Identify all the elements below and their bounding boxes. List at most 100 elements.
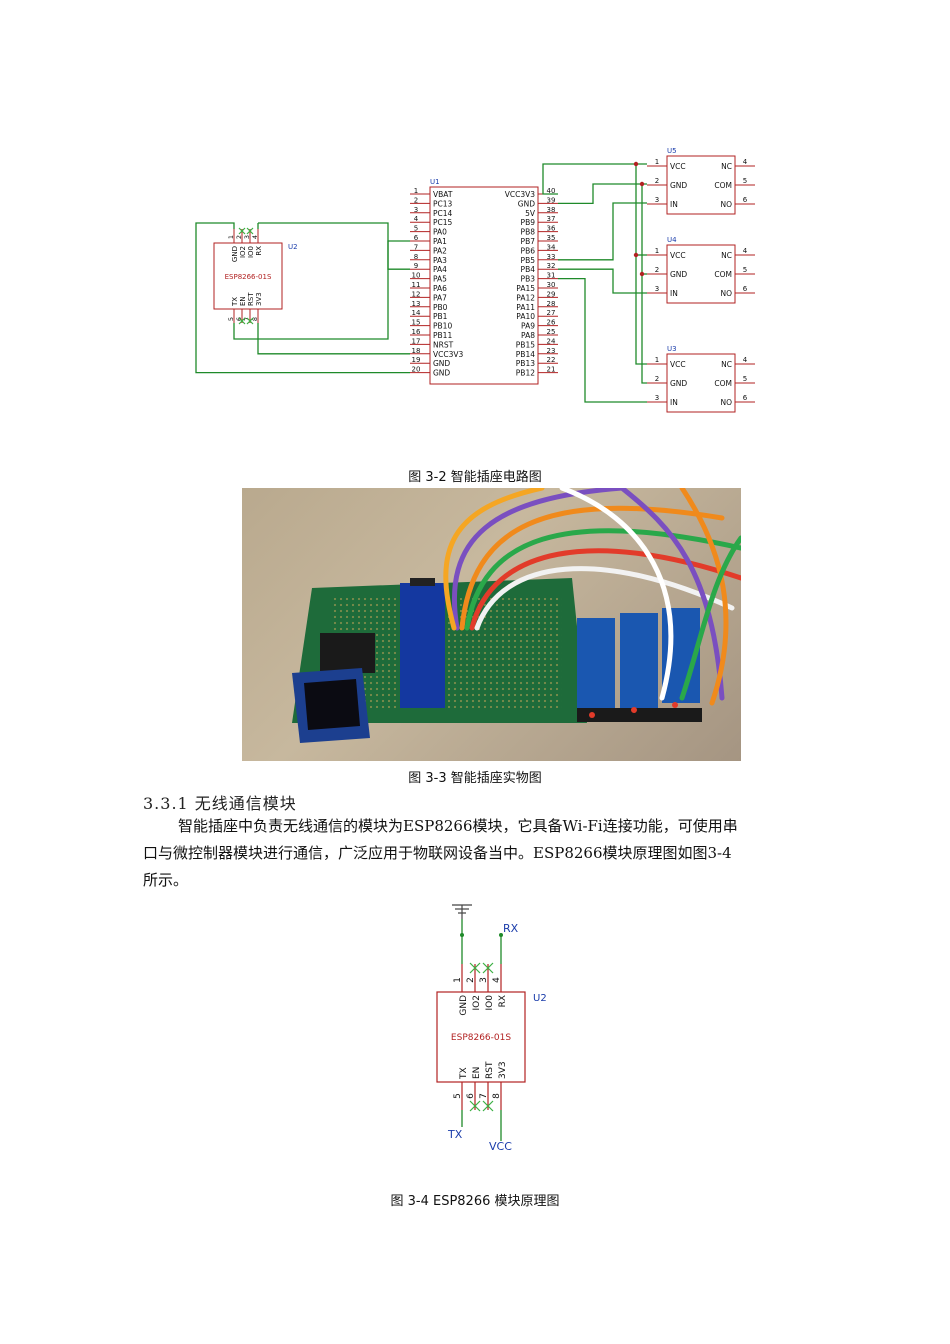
u1-right-pin-label: PB15 bbox=[516, 340, 535, 349]
u1-left-pin-label: VBAT bbox=[433, 190, 453, 199]
u1-right-pin-label: PA8 bbox=[521, 331, 535, 340]
wire bbox=[195, 222, 410, 374]
esp-bottom-pin-label: TX bbox=[231, 297, 239, 307]
no-connect-mark bbox=[238, 317, 246, 325]
no-connect-mark bbox=[246, 317, 254, 325]
relay-right-pin-label: NC bbox=[721, 360, 732, 369]
u1-left-pin-label: PA7 bbox=[433, 293, 447, 302]
esp8266-block: ESP8266-01SU2GND1IO22IO03RX4TX5EN6RST73V… bbox=[213, 227, 298, 325]
vcc-net-label: VCC bbox=[489, 1140, 512, 1153]
relay-right-pin-number: 5 bbox=[743, 177, 747, 185]
u1-left-pin-number: 1 bbox=[414, 187, 418, 195]
u1-right-pin-label: PA15 bbox=[516, 284, 535, 293]
esp-large-name: ESP8266-01S bbox=[451, 1033, 511, 1043]
u1-left-pin-number: 18 bbox=[412, 347, 421, 355]
u1-right-pin-number: 36 bbox=[547, 225, 556, 233]
esp-bottom-pin-number: 7 bbox=[243, 317, 251, 321]
stm32-chip: U1VBAT1PC132PC143PC154PA05PA16PA27PA38PA… bbox=[410, 178, 558, 385]
u1-right-pin-label: PB3 bbox=[521, 275, 536, 284]
relay-left-pin-label: IN bbox=[670, 200, 678, 209]
u1-left-pin-number: 14 bbox=[412, 309, 421, 317]
u1-right-pin-label: PB8 bbox=[521, 228, 536, 237]
u1-left-pin-number: 20 bbox=[412, 366, 421, 374]
relay-right-pin-number: 5 bbox=[743, 375, 747, 383]
relay-right-pin-label: NC bbox=[721, 251, 732, 260]
wire bbox=[558, 183, 647, 205]
u1-left-pin-label: PC14 bbox=[433, 209, 453, 218]
u1-left-pin-label: PB1 bbox=[433, 312, 448, 321]
u1-left-pin-label: PA5 bbox=[433, 275, 447, 284]
relay-right-pin-label: COM bbox=[714, 181, 732, 190]
relay-right-pin-number: 4 bbox=[743, 158, 748, 166]
u1-left-pin-number: 2 bbox=[414, 196, 418, 204]
tx-net-label: TX bbox=[447, 1128, 463, 1141]
u1-right-pin-label: VCC3V3 bbox=[505, 190, 536, 199]
u1-right-pin-label: PA10 bbox=[516, 312, 535, 321]
u1-right-pin-number: 24 bbox=[547, 337, 556, 345]
esp-large-top-pin-number: 3 bbox=[479, 977, 489, 983]
u1-right-pin-label: PB14 bbox=[516, 350, 535, 359]
u1-right-pin-label: PA11 bbox=[516, 303, 535, 312]
relay-right-pin-label: COM bbox=[714, 270, 732, 279]
no-connect-mark bbox=[238, 227, 246, 235]
u1-left-pin-number: 19 bbox=[412, 356, 421, 364]
relay-left-pin-number: 3 bbox=[655, 285, 659, 293]
relay-right-pin-label: NO bbox=[720, 289, 732, 298]
u1-right-pin-label: PA12 bbox=[516, 293, 535, 302]
wire bbox=[558, 202, 647, 261]
figure-3-4-caption: 图 3-4 ESP8266 模块原理图 bbox=[390, 1194, 560, 1209]
esp-bottom-pin-label: 3V3 bbox=[255, 292, 263, 306]
u1-right-pin-number: 27 bbox=[547, 309, 556, 317]
u1-left-pin-label: PB10 bbox=[433, 322, 452, 331]
relay-right-pin-label: NO bbox=[720, 200, 732, 209]
relay-right-pin-number: 6 bbox=[743, 196, 748, 204]
wire bbox=[258, 222, 410, 270]
u1-right-pin-number: 37 bbox=[547, 215, 556, 223]
u1-right-pin-number: 40 bbox=[547, 187, 556, 195]
esp-bottom-pin-number: 5 bbox=[227, 317, 235, 321]
junction-dot bbox=[460, 933, 464, 937]
esp-large-outline bbox=[436, 991, 526, 1083]
relay-right-pin-number: 6 bbox=[743, 285, 748, 293]
esp-top-pin-number: 1 bbox=[227, 235, 235, 239]
relay-left-pin-label: IN bbox=[670, 398, 678, 407]
u1-right-pin-number: 33 bbox=[547, 253, 556, 261]
mcu-board bbox=[400, 583, 445, 708]
u1-right-pin-label: PB4 bbox=[521, 265, 536, 274]
u1-left-pin-label: GND bbox=[433, 369, 450, 378]
esp-top-pin-number: 4 bbox=[251, 235, 259, 239]
relay-right-pin-label: NC bbox=[721, 162, 732, 171]
esp-large-top-pin-number: 1 bbox=[453, 977, 463, 983]
u1-left-pin-number: 13 bbox=[412, 300, 421, 308]
u1-right-pin-number: 23 bbox=[547, 347, 556, 355]
u1-right-pin-number: 34 bbox=[547, 243, 556, 251]
wire bbox=[257, 323, 410, 355]
u1-right-pin-number: 35 bbox=[547, 234, 556, 242]
u1-left-pin-label: GND bbox=[433, 359, 450, 368]
esp-outline bbox=[213, 242, 283, 310]
esp8266-schematic: ESP8266-01SU2GND1IO22IO03RX4TX5EN6RST73V… bbox=[436, 904, 547, 1153]
u1-left-pin-number: 16 bbox=[412, 328, 421, 336]
esp-top-pin-number: 2 bbox=[235, 235, 243, 239]
paragraph-line-1: 智能插座中负责无线通信的模块为ESP8266模块，它具备Wi-Fi连接功能，可使… bbox=[178, 817, 738, 835]
esp-top-pin-label: RX bbox=[255, 246, 263, 256]
u1-right-pin-label: PB9 bbox=[521, 218, 536, 227]
u1-right-pin-label: 5V bbox=[525, 209, 536, 218]
no-connect-mark bbox=[482, 1100, 494, 1112]
junction-dot bbox=[633, 161, 639, 167]
relay-left-pin-number: 1 bbox=[655, 356, 659, 364]
u1-right-pin-number: 31 bbox=[547, 272, 556, 280]
smart-socket-photo bbox=[242, 488, 741, 761]
esp-large-bottom-pin-number: 6 bbox=[466, 1093, 476, 1099]
relay-left-pin-label: IN bbox=[670, 289, 678, 298]
u1-right-pin-number: 25 bbox=[547, 328, 556, 336]
wire bbox=[558, 268, 647, 294]
esp-large-bottom-pin-number: 5 bbox=[453, 1093, 463, 1099]
esp-large-bottom-pin-number: 8 bbox=[492, 1093, 502, 1099]
relay-right-pin-number: 6 bbox=[743, 394, 748, 402]
circuit-wires bbox=[195, 161, 647, 403]
relay-left-pin-label: VCC bbox=[670, 360, 686, 369]
esp-large-top-pin-number: 4 bbox=[492, 977, 502, 983]
u1-left-pin-label: NRST bbox=[433, 340, 454, 349]
